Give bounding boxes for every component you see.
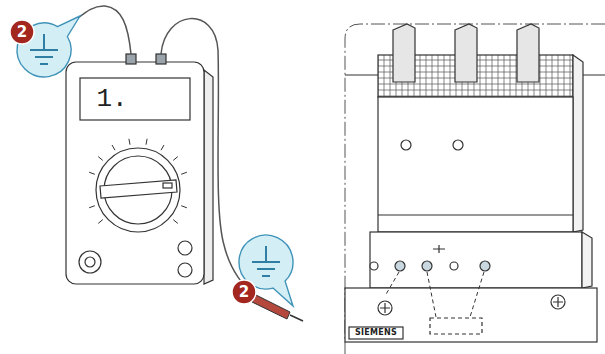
earth-symbol [252, 246, 280, 276]
test-point [480, 261, 490, 271]
test-hole [370, 262, 378, 270]
mounting-hole [401, 140, 411, 150]
meter-body [66, 62, 204, 284]
pe-test-points [370, 261, 490, 271]
callout-number: 2 [17, 25, 27, 40]
test-point [422, 261, 432, 271]
dial-knob [100, 180, 177, 198]
meter-button [178, 241, 192, 255]
device-side [573, 55, 583, 232]
callout-badge [10, 20, 34, 44]
terminal-block [393, 24, 415, 82]
module-side [582, 232, 592, 288]
screw [551, 295, 565, 309]
input-jack-inner [85, 257, 95, 267]
terminal-block [517, 24, 539, 82]
label-field [430, 318, 482, 334]
meter-button [178, 263, 192, 277]
lead-plug [156, 54, 166, 64]
enclosure-outline [345, 24, 605, 354]
marking-symbol [433, 245, 445, 253]
brand-label: SIEMENS [355, 329, 397, 337]
meter-side [204, 70, 213, 284]
panel-seam [378, 214, 573, 215]
multimeter [66, 54, 213, 284]
terminal-block [455, 24, 477, 82]
lead-plug [126, 54, 136, 64]
selector-dial [96, 148, 180, 232]
input-jack [79, 251, 101, 273]
mounting-hole [453, 140, 463, 150]
screw [378, 301, 392, 315]
callout-number: 2 [239, 285, 249, 300]
terminal-blocks [393, 24, 539, 82]
siemens-device [345, 24, 597, 342]
test-lead [70, 6, 131, 54]
test-hole [450, 262, 458, 270]
device-body [378, 97, 573, 232]
earth-callout [232, 235, 293, 306]
meter-display [80, 78, 190, 120]
earth-symbol [30, 34, 58, 64]
earth-callout [10, 16, 80, 77]
callout-badge [232, 280, 256, 304]
display-reading: 1. [96, 86, 127, 112]
test-point [395, 261, 405, 271]
dial-ticks [89, 139, 187, 224]
leader-lines [385, 272, 484, 317]
test-probe [252, 295, 303, 321]
terminal-module [370, 232, 582, 288]
dial-pointer [163, 183, 172, 188]
brand-plate [349, 327, 403, 339]
